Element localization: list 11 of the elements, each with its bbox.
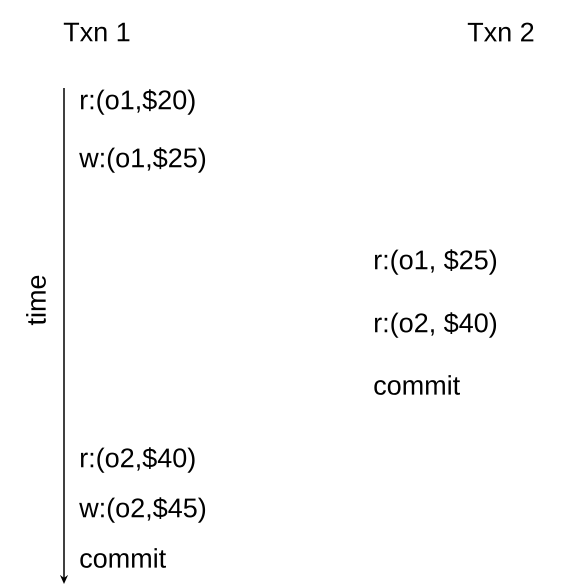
operation-label: r:(o1, $25): [374, 249, 496, 275]
axis-label: time: [26, 276, 46, 326]
operation-label: r:(o1,$20): [80, 89, 195, 115]
column-header: Txn 2: [468, 22, 534, 42]
column-header: Txn 1: [64, 22, 130, 42]
operation-label: commit: [374, 375, 460, 395]
operation-label: w:(o2,$45): [79, 497, 206, 523]
operation-label: commit: [80, 548, 166, 568]
operation-label: r:(o2,$40): [80, 447, 195, 473]
operation-label: r:(o2, $40): [374, 312, 496, 338]
operation-label: w:(o1,$25): [79, 147, 206, 173]
